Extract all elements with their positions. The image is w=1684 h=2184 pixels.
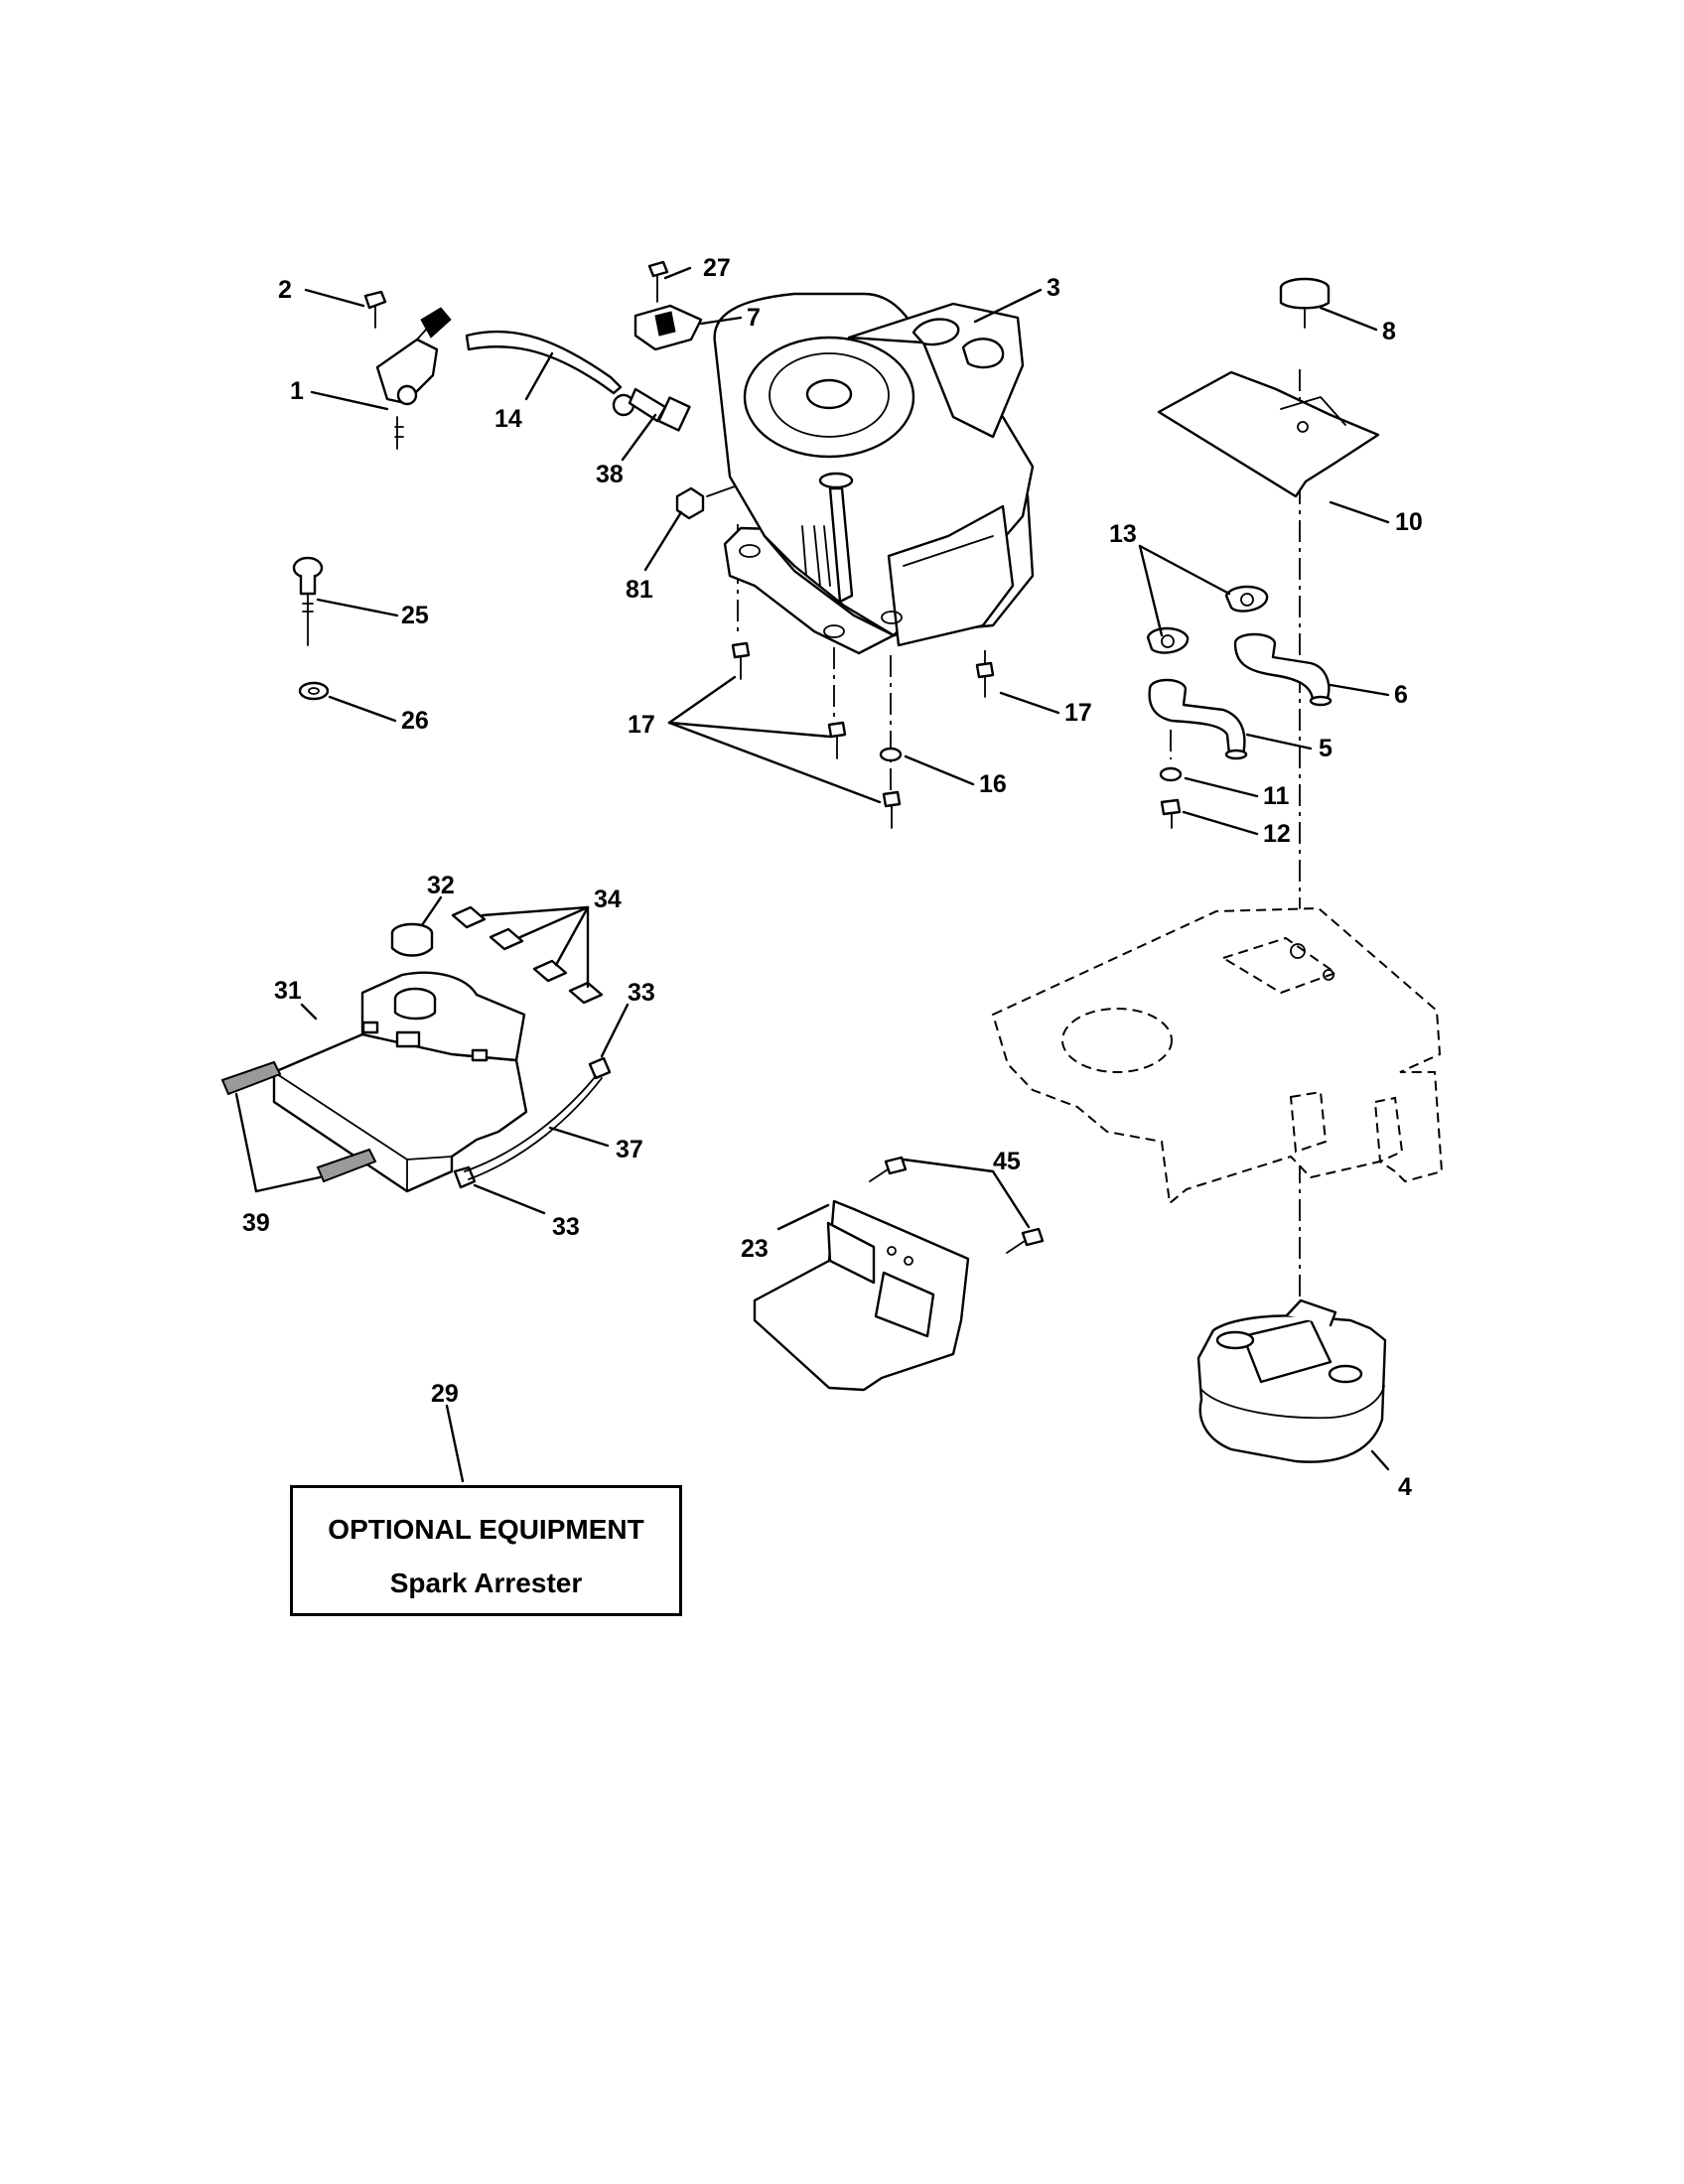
callout-23: 23: [741, 1235, 769, 1263]
part-13-gaskets: [1146, 585, 1269, 654]
part-33-clamps: [453, 1056, 612, 1189]
spark-arrester-label: Spark Arrester: [389, 1568, 583, 1598]
part-5-exhaust-pipe: [1148, 678, 1248, 760]
part-4-muffler: [1196, 1298, 1387, 1463]
part-39-pads: [220, 1060, 377, 1183]
callout-2: 2: [278, 276, 292, 304]
part-25-pin: [292, 556, 324, 646]
callout-25: 25: [401, 602, 429, 629]
part-8-knob: [1279, 277, 1331, 329]
callout-labels: 2 1 27 3 7 14 38 81 8 10 13 6 5 11 12 17…: [242, 254, 1423, 1501]
part-26-washer: [298, 681, 330, 701]
callout-11: 11: [1263, 782, 1290, 810]
callout-33-top: 33: [628, 979, 655, 1007]
callout-27: 27: [703, 254, 731, 282]
callout-5: 5: [1319, 735, 1333, 762]
callout-34: 34: [594, 886, 622, 913]
part-32-cap: [390, 922, 434, 957]
part-81-nut: [675, 485, 736, 520]
leader-lines: [234, 266, 1390, 1483]
part-16-washer: [879, 747, 903, 762]
callout-39: 39: [242, 1209, 270, 1237]
part-23-bracket: [753, 1199, 970, 1392]
callout-29: 29: [431, 1380, 459, 1408]
part-34-pads: [451, 905, 604, 1005]
callout-16: 16: [979, 770, 1007, 798]
callout-1: 1: [290, 377, 304, 405]
callout-4: 4: [1398, 1473, 1412, 1501]
callout-14: 14: [494, 405, 522, 433]
callout-8: 8: [1382, 318, 1396, 345]
callout-12: 12: [1263, 820, 1291, 848]
part-11-washer: [1159, 766, 1183, 782]
callout-3: 3: [1047, 274, 1060, 302]
part-14-fuel-line: [465, 330, 623, 395]
part-17-bolts: [731, 641, 995, 829]
part-7-clamp: [633, 304, 703, 351]
callout-10: 10: [1395, 508, 1423, 536]
callout-31: 31: [274, 977, 302, 1005]
callout-7: 7: [747, 304, 761, 332]
part-45-screws: [869, 1156, 1045, 1254]
part-3-engine: [713, 292, 1035, 655]
optional-equipment-box: OPTIONAL EQUIPMENT Spark Arrester: [290, 1485, 682, 1616]
optional-equipment-heading: OPTIONAL EQUIPMENT: [328, 1514, 644, 1545]
part-6-exhaust-pipe: [1233, 632, 1333, 707]
part-27-screw: [647, 260, 669, 303]
callout-26: 26: [401, 707, 429, 735]
callout-37: 37: [616, 1136, 643, 1163]
callout-13: 13: [1109, 520, 1137, 548]
part-1-throttle-control: [375, 307, 452, 450]
part-12-bolt: [1160, 798, 1182, 829]
part-37-hose: [464, 1075, 603, 1180]
callout-32: 32: [427, 872, 455, 899]
callout-6: 6: [1394, 681, 1408, 709]
chassis-frame: [991, 906, 1444, 1205]
callout-33-bottom: 33: [552, 1213, 580, 1241]
part-2-bolt: [363, 290, 387, 329]
callout-17-left: 17: [628, 711, 655, 739]
callout-38: 38: [596, 461, 624, 488]
callout-81: 81: [626, 576, 653, 604]
part-31-cover: [272, 971, 528, 1193]
part-38-fuel-fitting: [612, 387, 691, 432]
callout-17-right: 17: [1064, 699, 1092, 727]
part-10-heat-shield: [1157, 370, 1380, 498]
callout-45: 45: [993, 1148, 1021, 1175]
